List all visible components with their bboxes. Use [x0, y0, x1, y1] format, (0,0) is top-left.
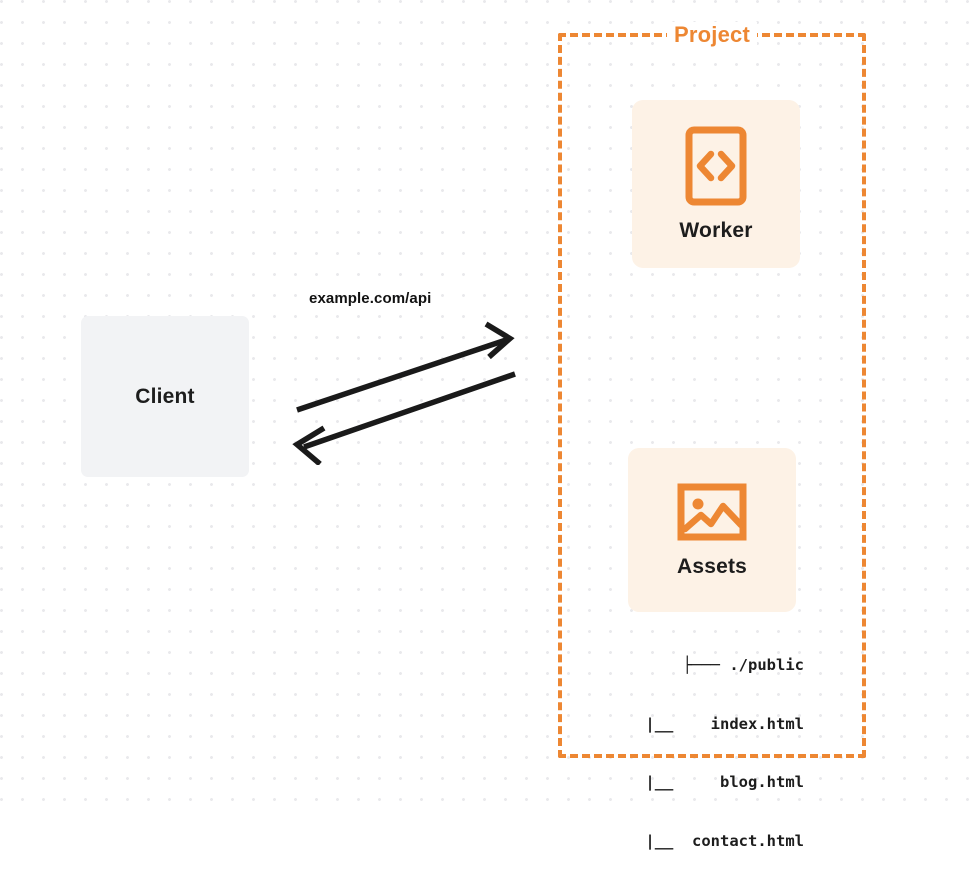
assets-label: Assets [676, 554, 748, 578]
image-icon [677, 482, 747, 542]
worker-card[interactable]: Worker [632, 100, 800, 268]
connector-arrows [270, 315, 530, 465]
file-tree-line: ├─── ./public [682, 656, 804, 674]
diagram-canvas: Client example.com/api Project [0, 0, 980, 850]
code-brackets-icon [685, 126, 747, 206]
arrow-right-icon [296, 337, 507, 413]
project-title: Project [667, 22, 757, 48]
client-node[interactable]: Client [81, 316, 249, 477]
file-tree-line: |__ blog.html [645, 773, 804, 791]
worker-label: Worker [679, 218, 753, 242]
assets-card[interactable]: Assets [628, 448, 796, 612]
request-label: example.com/api [309, 290, 432, 307]
client-label: Client [135, 384, 195, 408]
arrow-left-icon [303, 371, 516, 450]
file-tree-line: |__ index.html [645, 714, 804, 733]
file-tree-line: |__ contact.html [645, 831, 804, 850]
project-container: Project [558, 22, 866, 758]
file-tree: ├─── ./public |__ index.html |__ blog.ht… [604, 617, 804, 890]
